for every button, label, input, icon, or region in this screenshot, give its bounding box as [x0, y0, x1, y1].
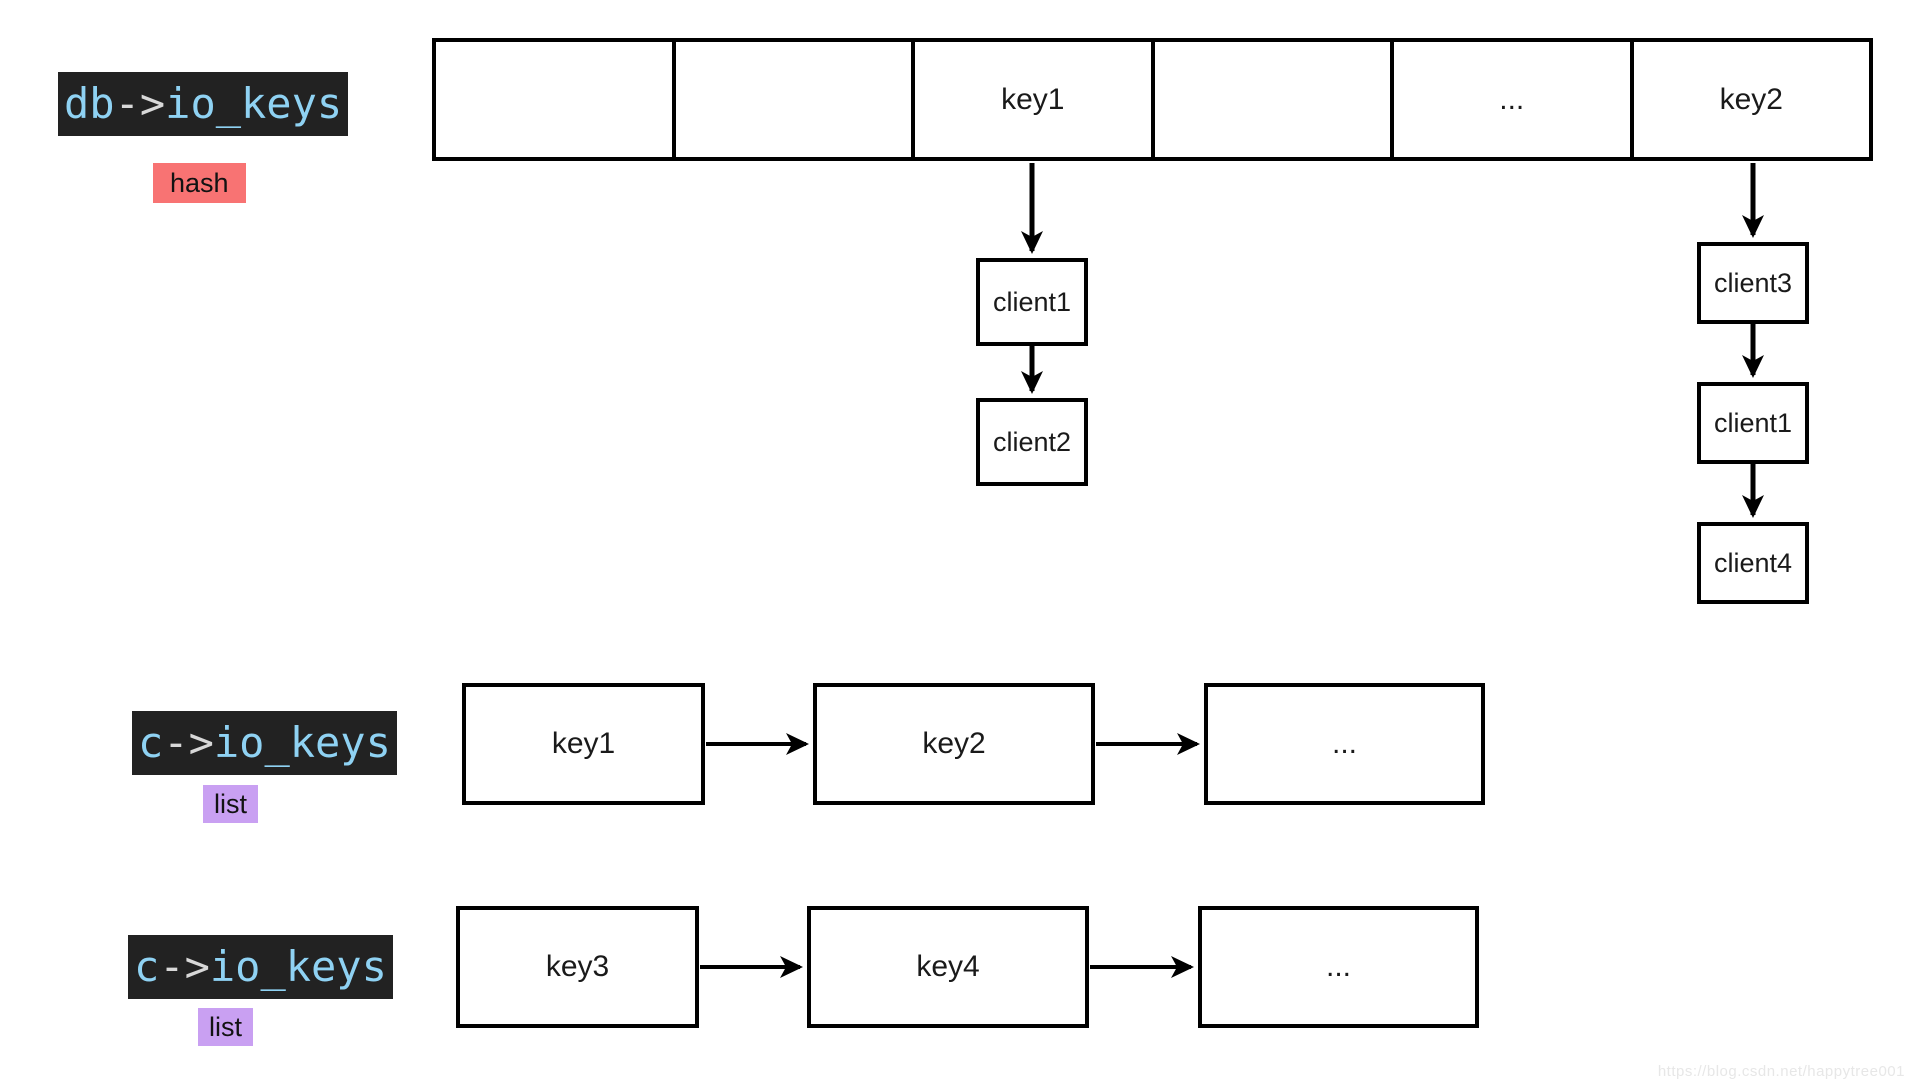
- c-io-keys-label-1: c->io_keys: [132, 711, 397, 775]
- hash-array-cell-key2: key2: [1629, 42, 1870, 157]
- hash-array-cell-1: [671, 42, 912, 157]
- list1-node-key2: key2: [813, 683, 1095, 805]
- list1-node-key1: key1: [462, 683, 705, 805]
- list1-node-ellipsis: ...: [1204, 683, 1485, 805]
- hash-array-cell-ellipsis: ...: [1390, 42, 1630, 157]
- db-io-keys-label-post: io_keys: [165, 79, 343, 128]
- hash-array-cell-3: [1150, 42, 1391, 157]
- hash-array: key1 ... key2: [432, 38, 1873, 161]
- arrow-operator-text: ->: [163, 718, 214, 767]
- c-io-keys-label-2: c->io_keys: [128, 935, 393, 999]
- c-io-keys-label-2-post: io_keys: [209, 942, 387, 991]
- hash-array-cell-key1: key1: [911, 42, 1151, 157]
- list2-node-key3: key3: [456, 906, 699, 1028]
- list-type-badge-1: list: [203, 785, 258, 823]
- hash-array-cell-0: [436, 42, 672, 157]
- db-io-keys-label-pre: db: [64, 79, 115, 128]
- watermark: https://blog.csdn.net/happytree001: [1657, 1063, 1905, 1080]
- c-io-keys-label-2-pre: c: [134, 942, 160, 991]
- client-node-key2-0: client3: [1697, 242, 1809, 324]
- db-io-keys-label: db->io_keys: [58, 72, 349, 136]
- client-node-key2-1: client1: [1697, 382, 1809, 464]
- list2-node-key4: key4: [807, 906, 1089, 1028]
- client-node-key2-2: client4: [1697, 522, 1809, 604]
- client-node-key1-0: client1: [976, 258, 1088, 346]
- list-type-badge-2: list: [198, 1008, 253, 1046]
- list2-node-ellipsis: ...: [1198, 906, 1479, 1028]
- c-io-keys-label-1-pre: c: [138, 718, 164, 767]
- c-io-keys-label-1-post: io_keys: [213, 718, 391, 767]
- arrow-operator-text: ->: [159, 942, 210, 991]
- client-node-key1-1: client2: [976, 398, 1088, 486]
- hash-type-badge: hash: [153, 163, 246, 203]
- arrow-operator-text: ->: [114, 79, 166, 128]
